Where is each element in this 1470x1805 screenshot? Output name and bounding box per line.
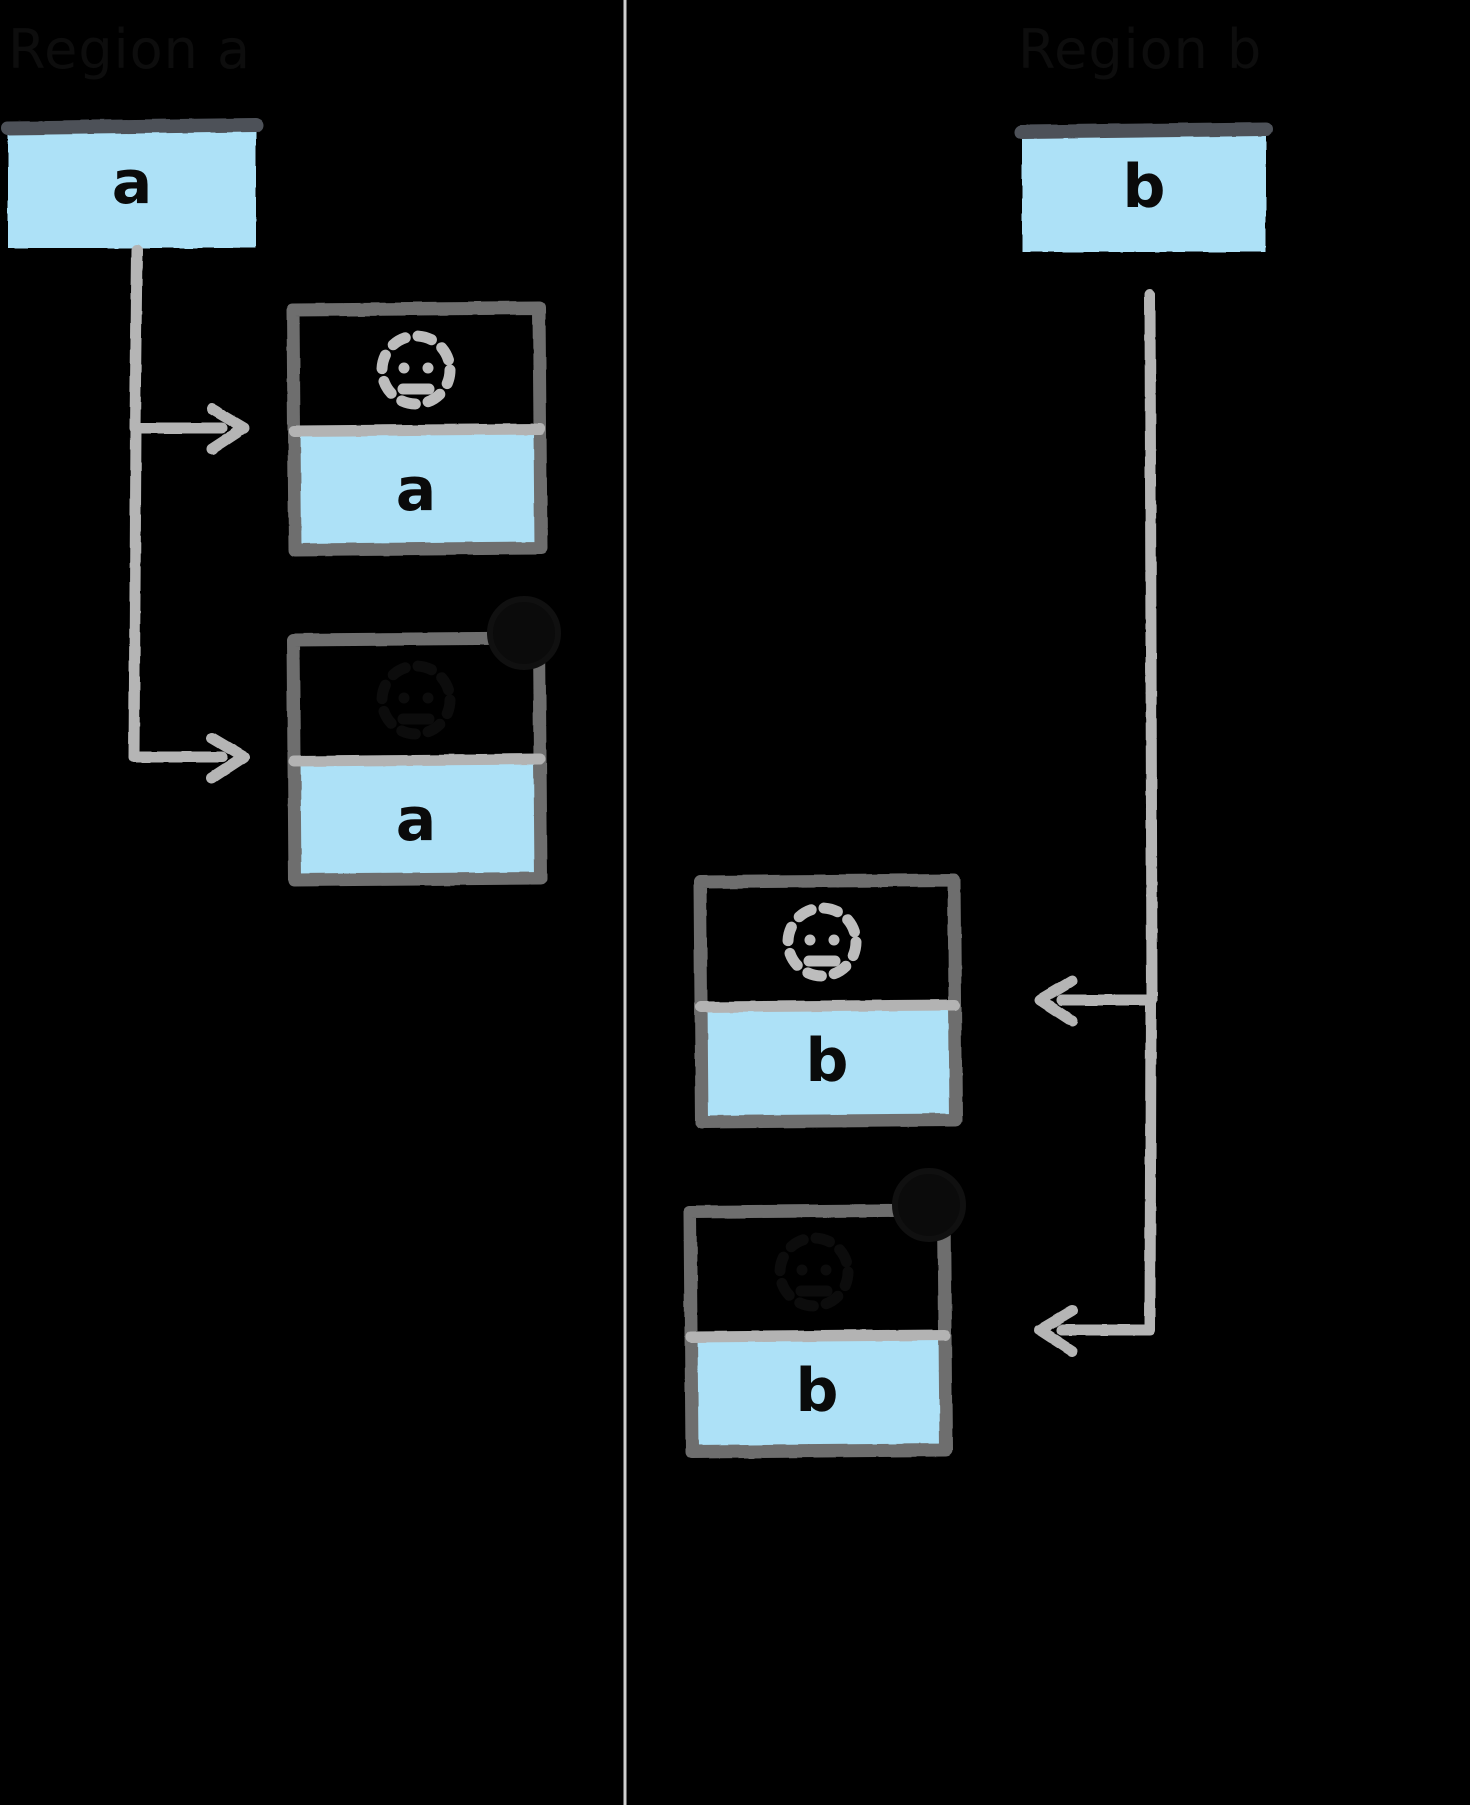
instance-box-b-2[interactable] [683,1168,966,1459]
source-box-a[interactable] [1,118,263,248]
instance-box-a-2[interactable] [286,596,561,887]
vertical-divider [619,0,631,1805]
status-badge [487,596,561,670]
instance-box-b-1[interactable] [693,873,963,1129]
source-box-b[interactable] [1015,122,1273,252]
connector-b-1 [1034,289,1158,1027]
column-header-right: Region b [1018,18,1263,81]
dashed-user-icon [376,660,456,740]
column-header-left: Region a [8,18,252,81]
dashed-user-icon [774,1232,854,1312]
dashed-user-icon [376,330,456,410]
status-badge [892,1168,966,1242]
dashed-user-icon [782,902,862,982]
instance-box-a-1[interactable] [286,301,548,557]
source-box-b-label: b [1122,152,1166,222]
source-box-a-label: a [111,148,153,218]
instance-box-b-1-label: b [805,1026,849,1096]
instance-box-b-2-label: b [795,1356,839,1426]
instance-box-a-2-label: a [395,785,437,855]
connector-a-2 [128,422,250,784]
connector-a-1 [129,244,250,455]
instance-box-a-1-label: a [395,455,437,525]
connector-b-2 [1034,994,1157,1357]
